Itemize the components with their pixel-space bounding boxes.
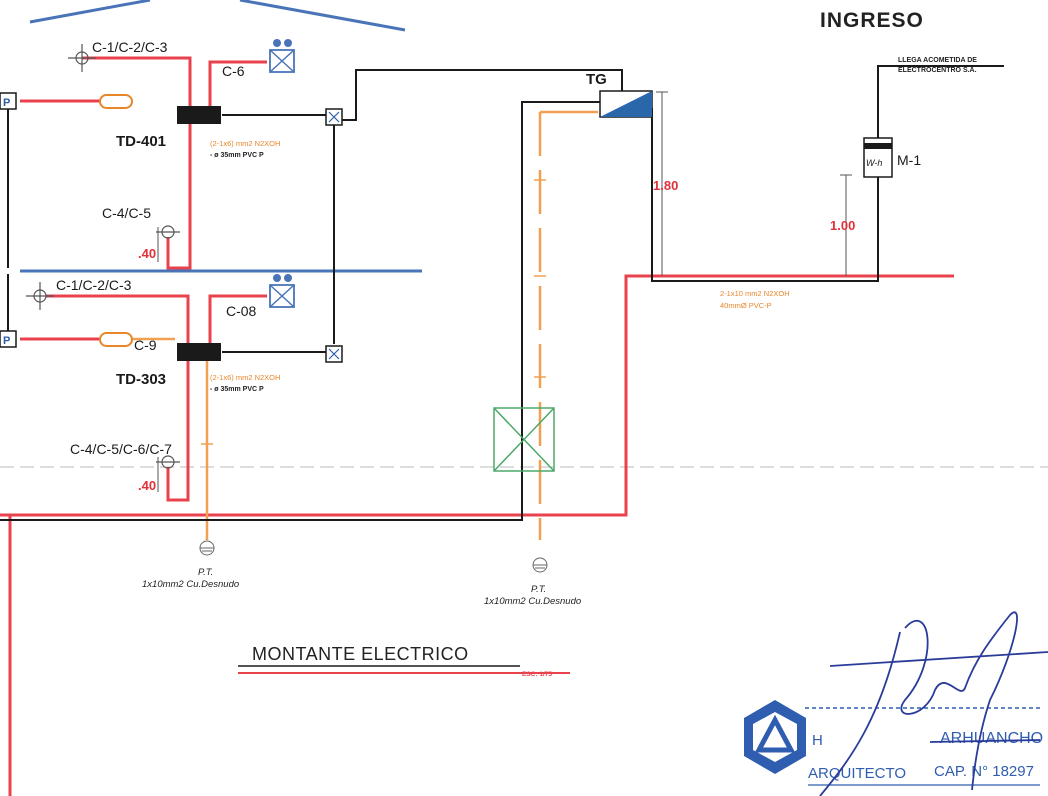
meter-label: M-1 bbox=[897, 152, 921, 168]
svg-text:P: P bbox=[3, 97, 10, 109]
ground-rod-right bbox=[532, 557, 548, 573]
td401-height: .40 bbox=[138, 246, 156, 261]
utility-note-line1: LLEGA ACOMETIDA DE bbox=[898, 57, 977, 64]
feeder-cable: 2-1x10 mm2 N2XOH bbox=[720, 289, 790, 298]
architect-stamp: H ARHUANCHO ARQUITECTO CAP. N° 18297 bbox=[744, 700, 1043, 786]
td303-circuit-side: C-4/C-5/C-6/C-7 bbox=[70, 441, 172, 457]
stamp-profession: ARQUITECTO bbox=[808, 765, 906, 782]
td401-label: TD-401 bbox=[116, 133, 166, 150]
tg-label: TG bbox=[586, 71, 607, 88]
black-conductors bbox=[0, 65, 1004, 521]
switch-icon-upper bbox=[156, 225, 180, 239]
red-conductors bbox=[0, 56, 954, 796]
switch-icon-lower bbox=[156, 455, 180, 469]
socket-box-lower bbox=[269, 274, 295, 308]
distribution-board-td401 bbox=[177, 106, 221, 124]
svg-text:P: P bbox=[3, 335, 10, 347]
junction-box-lower-right bbox=[325, 345, 343, 363]
ground-left-title: P.T. bbox=[198, 567, 213, 578]
dimension-lines bbox=[157, 91, 852, 492]
td303-conduit: - ø 35mm PVC P bbox=[210, 386, 264, 393]
td303-label: TD-303 bbox=[116, 371, 166, 388]
outlet-icon-lower bbox=[26, 282, 54, 310]
height-tg: 1.80 bbox=[653, 178, 678, 193]
meter-symbol: W-h bbox=[866, 158, 882, 168]
roof-outline bbox=[29, 0, 406, 32]
energy-meter bbox=[863, 137, 893, 178]
height-meter: 1.00 bbox=[830, 218, 855, 233]
stamp-name-right: ARHUANCHO bbox=[940, 730, 1043, 747]
td303-height: .40 bbox=[138, 478, 156, 493]
td303-cable: (2-1x6) mm2 N2XOH bbox=[210, 373, 280, 382]
td303-circuit-outlet: C-08 bbox=[226, 303, 257, 319]
pull-box bbox=[493, 407, 555, 472]
orange-conductors bbox=[130, 110, 598, 540]
junction-box-upper-left: P bbox=[0, 92, 17, 110]
general-board-tg bbox=[599, 90, 653, 118]
distribution-board-td303 bbox=[177, 343, 221, 361]
td401-conduit: - ø 35mm PVC P bbox=[210, 152, 264, 159]
light-fixture-lower bbox=[99, 332, 133, 347]
ground-right-title: P.T. bbox=[531, 584, 546, 595]
scale-label: ESC: 1/75 bbox=[522, 671, 552, 678]
ingreso-label: INGRESO bbox=[820, 9, 924, 32]
td401-cable: (2-1x6) mm2 N2XOH bbox=[210, 139, 280, 148]
signature bbox=[819, 611, 1048, 796]
feeder-conduit: 40mmØ PVC-P bbox=[720, 301, 772, 310]
sheet-title: MONTANTE ELECTRICO bbox=[252, 644, 469, 664]
td303-circuit-top: C-1/C-2/C-3 bbox=[56, 277, 132, 293]
junction-box-lower-left: P bbox=[0, 330, 17, 348]
light-fixture-upper bbox=[99, 94, 133, 109]
socket-box-upper bbox=[269, 39, 295, 73]
td401-circuit-side: C-4/C-5 bbox=[102, 205, 151, 221]
stamp-name-left: H bbox=[812, 732, 823, 749]
ground-rod-left bbox=[199, 540, 215, 556]
utility-note-line2: ELECTROCENTRO S.A. bbox=[898, 67, 977, 74]
ground-ticks bbox=[201, 179, 546, 445]
td303-circuit-light: C-9 bbox=[134, 337, 157, 353]
td401-circuit-outlet: C-6 bbox=[222, 63, 245, 79]
td401-circuit-top: C-1/C-2/C-3 bbox=[92, 39, 168, 55]
outlet-icon-upper bbox=[68, 44, 96, 72]
ground-right-spec: 1x10mm2 Cu.Desnudo bbox=[484, 596, 581, 607]
ground-left-spec: 1x10mm2 Cu.Desnudo bbox=[142, 579, 239, 590]
stamp-registration: CAP. N° 18297 bbox=[934, 763, 1034, 780]
junction-box-upper-right bbox=[325, 108, 343, 126]
